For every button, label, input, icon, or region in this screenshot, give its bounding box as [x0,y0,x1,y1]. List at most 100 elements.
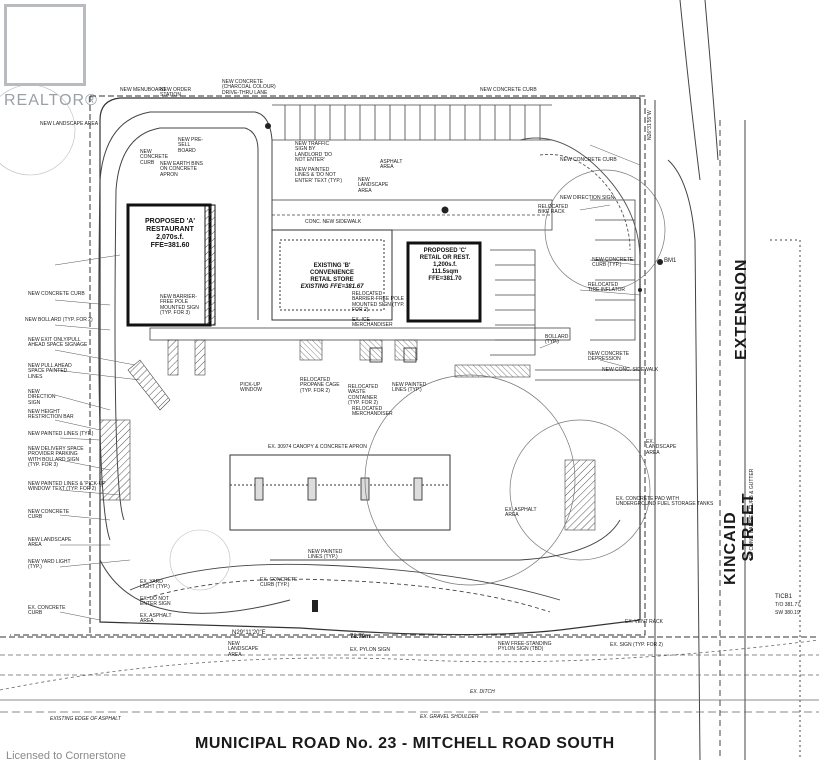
label-top-6: NEW TRAFFIC SIGN BY LANDLORD 'DO NOT ENT… [295,141,333,163]
tcb-label: TICB1 [775,594,793,600]
bearing-label: N29°11'20"E [232,630,266,636]
label-top-2: NEW CONCRETE (CHARCOAL COLOUR) DRIVE-THR… [222,79,276,96]
label-left-13: EX. CONCRETE CURB [28,605,66,617]
drive-thru-lane [98,111,291,614]
canopy [229,454,451,531]
tcb-top-label: T/O 381.77 [775,602,801,608]
label-center-14: EX. DO NOT ENTER SIGN [140,596,171,608]
label-top-8: ASPHALT AREA [380,159,403,171]
building-c-area-metric: 111.5sqm [431,268,459,275]
hatched-curbs [99,339,596,531]
label-center-8: NEW PAINTED LINES (TYP.) [308,549,343,561]
label-center-7: PICK-UP WINDOW [240,382,262,394]
leader-lines [54,144,641,621]
fuel-pumps [254,477,423,501]
building-a [126,203,216,327]
label-left-3: NEW EXIT ONLY/PULL AHEAD SPACE SIGNAGE [28,337,88,349]
label-top-9: NEW CONCRETE CURB [480,87,537,93]
label-center-0: NEW BARRIER-FREE POLE MOUNTED SIGN (TYP.… [160,294,199,316]
label-center-12: EX. PYLON SIGN [350,647,391,653]
label-center-2: EX. ICE MERCHANDISER [352,317,393,329]
building-c-label: PROPOSED 'C' RETAIL OR REST. 1,200s.f. 1… [410,248,480,282]
building-a-ffe: FFE=381.60 [150,242,190,250]
label-left-6: NEW HEIGHT RESTRICTION BAR [28,409,74,421]
accessible-symbols [369,347,417,363]
label-right-2: NEW DIRECTION SIGN [560,195,615,201]
extension-word-wrap: EXTENSION [733,259,751,360]
kincaid-word: KINCAID [722,511,739,585]
kincaid-street-name: KINCAID STREET [722,488,758,585]
label-right-0: NEW CONCRETE CURB [560,157,617,163]
building-c [406,241,482,323]
label-right-12: NEW FREE-STANDING PYLON SIGN (TBD) [498,641,552,653]
label-right-1: RELOCATED BIKE RACK [538,204,569,216]
extension-word: EXTENSION [733,258,750,360]
label-right-6: NEW CONCRETE DEPRESSION [588,351,630,363]
length-label: 78.79m [350,634,371,640]
building-b-use: CONVENIENCE [309,269,354,276]
label-center-13: EX. YARD LIGHT (TYP.) [140,579,170,591]
turning-circles [364,169,666,586]
kincaid-street [654,0,801,761]
building-b-ffe: EXISTING FFE=381.67 [300,283,364,290]
sidewalk [271,199,553,231]
label-left-5: NEW DIRECTION SIGN [28,389,56,406]
label-center-4: RELOCATED WASTE CONTAINER (TYP. FOR 2) [348,384,379,406]
building-c-ffe: FFE=381.70 [428,275,462,282]
sign-markers [265,123,663,612]
shoulder-label: EX. GRAVEL SHOULDER [420,714,479,720]
label-left-0: NEW LANDSCAPE AREA [40,121,99,127]
label-center-1: RELOCATED BARRIER-FREE POLE MOUNTED SIGN… [352,291,405,313]
label-top-7: NEW PAINTED LINES & 'DO NOT ENTER' TEXT … [295,167,343,184]
property-line [0,95,819,638]
label-left-10: NEW CONCRETE CURB [28,509,70,521]
tcb-sw-label: SW 380.19 [775,610,800,616]
label-center-6: NEW PAINTED LINES (TYP.) [392,382,427,394]
label-center-3: RELOCATED PROPANE CAGE (TYP. FOR 2) [300,377,340,394]
municipal-road-name: MUNICIPAL ROAD No. 23 - MITCHELL ROAD SO… [195,735,615,752]
building-c-title: PROPOSED 'C' [423,248,467,254]
label-top-10: NEW LANDSCAPE AREA [358,177,389,194]
bm-label: BM1 [664,258,677,264]
east-bearing-label: N26°31'55"W [647,110,653,140]
label-right-4: RELOCATED TIRE INFLATOR [588,282,626,294]
label-top-5: NEW CONCRETE CURB [140,149,169,166]
top-parking-stalls [272,104,552,141]
realtor-watermark: REALTOR® [4,92,98,109]
label-right-5: BOLLARD (TYP.) [545,334,569,346]
building-b-title: EXISTING 'B' [313,263,351,269]
building-b-label: EXISTING 'B' CONVENIENCE RETAIL STORE EX… [272,263,392,291]
label-left-2: NEW BOLLARD (TYP. FOR 2) [25,317,93,323]
canopy-label: EX. 30974 CANOPY & CONCRETE APRON [268,444,367,450]
label-left-12: NEW YARD LIGHT (TYP.) [28,559,71,571]
label-center-15: EX. ASPHALT AREA [140,613,172,625]
label-right-8: EX. LANDSCAPE AREA [646,439,677,456]
label-top-4: NEW EARTH BINS ON CONCRETE APRON [160,161,203,178]
landscape-circle [0,84,231,591]
label-right-10: EX. VENT RACK [625,619,663,625]
label-left-9: NEW PAINTED LINES & 'PICK-UP WINDOW' TEX… [28,481,106,493]
label-top-0: NEW MENUBOARD [120,87,166,93]
label-right-9: EX. CONCRETE PAD WITH UNDERGROUND FUEL S… [616,496,714,508]
label-left-11: NEW LANDSCAPE AREA [28,537,72,549]
label-center-5: RELOCATED MERCHANDISER [352,406,393,418]
lower-drive-aisles [129,519,621,613]
licensed-watermark: Licensed to Cornerstone [6,750,126,762]
ditch-label: EX. DITCH [470,689,495,695]
building-c-area: 1,200s.f. [433,261,457,268]
label-left-7: NEW PAINTED LINES (TYP.) [28,431,94,437]
label-center-9: EX. CONCRETE CURB (TYP.) [260,577,298,589]
label-top-11: CONC. NEW SIDEWALK [305,219,362,225]
site-boundary [99,97,641,636]
building-c-use: RETAIL OR REST. [419,254,471,261]
label-center-11: NEW LANDSCAPE AREA [228,641,259,658]
building-a-label: PROPOSED 'A' RESTAURANT 2,070s.f. FFE=38… [130,218,210,250]
right-parking [490,199,636,356]
label-right-7: NEW CONC. SIDEWALK [602,367,659,373]
label-left-1: NEW CONCRETE CURB [28,291,85,297]
building-a-title: PROPOSED 'A' [144,218,195,225]
label-left-4: NEW PULL AHEAD SPACE PAINTED LINES [28,363,72,380]
street-word: STREET [740,492,757,562]
building-a-area: 2,070s.f. [156,234,184,242]
